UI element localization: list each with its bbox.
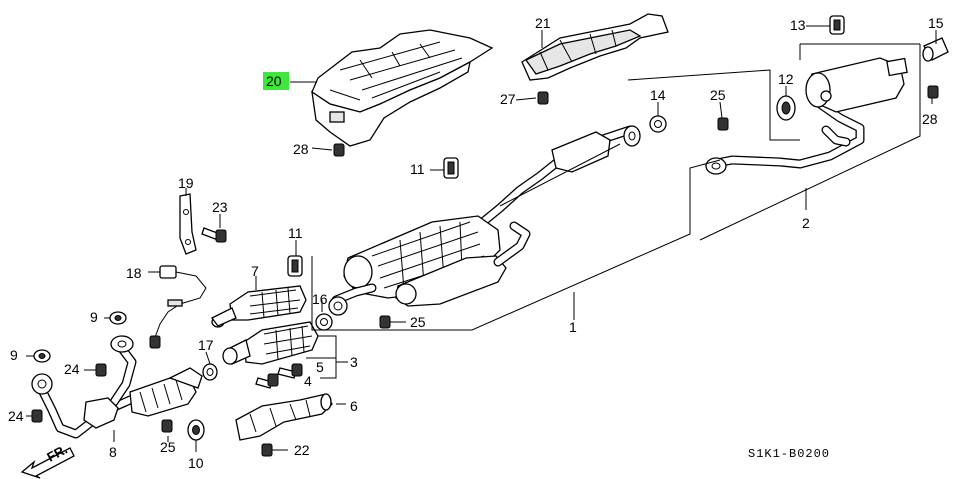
rubber-mount-11-upper[interactable] — [443, 157, 459, 179]
callout-19[interactable]: 19 — [178, 175, 194, 191]
callout-14[interactable]: 14 — [650, 87, 666, 103]
nut-24-upper[interactable] — [95, 363, 107, 377]
heat-shield-21[interactable] — [521, 13, 669, 81]
callout-27[interactable]: 27 — [500, 91, 516, 107]
callout-22[interactable]: 22 — [294, 442, 310, 458]
group-outline-2 — [627, 43, 921, 241]
exhaust-tip-15[interactable] — [922, 37, 949, 62]
callout-11-upper[interactable]: 11 — [410, 161, 425, 177]
leader-lines — [26, 25, 937, 452]
callout-24-upper[interactable]: 24 — [64, 361, 80, 377]
callout-12[interactable]: 12 — [778, 71, 794, 87]
rubber-mount-12[interactable] — [776, 95, 796, 121]
bolt-4[interactable] — [255, 373, 279, 389]
callout-1[interactable]: 1 — [569, 319, 577, 335]
nut-9-upper[interactable] — [109, 311, 127, 325]
callout-25-left[interactable]: 25 — [160, 439, 176, 455]
nut-25-center[interactable] — [379, 315, 391, 329]
nut-25-right[interactable] — [717, 117, 729, 131]
callout-2[interactable]: 2 — [802, 215, 810, 231]
nut-28-right[interactable] — [927, 85, 939, 99]
callout-3[interactable]: 3 — [350, 354, 358, 370]
callout-9-lower[interactable]: 9 — [10, 347, 18, 363]
nut-28-left[interactable] — [333, 143, 345, 157]
nut-9-lower[interactable] — [33, 349, 51, 363]
callout-17[interactable]: 17 — [198, 337, 214, 353]
callout-9-upper[interactable]: 9 — [90, 309, 98, 325]
gasket-16[interactable] — [315, 313, 333, 331]
callout-11-lower[interactable]: 11 — [288, 225, 303, 241]
muffler-2[interactable] — [705, 57, 908, 175]
callout-5[interactable]: 5 — [316, 359, 324, 375]
gasket-14[interactable] — [649, 115, 667, 133]
main-muffler-1[interactable] — [328, 125, 641, 316]
catalytic-converter-7[interactable] — [211, 285, 307, 328]
gasket-10[interactable] — [187, 419, 205, 441]
nut-25-left[interactable] — [161, 419, 173, 433]
callout-21[interactable]: 21 — [535, 15, 551, 31]
callout-25-right[interactable]: 25 — [710, 87, 726, 103]
rubber-mount-11-lower[interactable] — [287, 255, 303, 277]
callout-28-left[interactable]: 28 — [293, 141, 309, 157]
bolt-23[interactable] — [201, 227, 227, 243]
rubber-mount-13[interactable] — [829, 15, 845, 35]
nut-27[interactable] — [537, 91, 549, 105]
callout-23[interactable]: 23 — [212, 199, 228, 215]
callout-13[interactable]: 13 — [790, 17, 806, 33]
callout-24-lower[interactable]: 24 — [8, 408, 24, 424]
oxygen-sensor-18[interactable] — [149, 265, 207, 349]
callout-16[interactable]: 16 — [312, 291, 328, 307]
exhaust-pipe-8[interactable] — [31, 335, 203, 439]
callout-4[interactable]: 4 — [304, 373, 312, 389]
bolt-5[interactable] — [277, 363, 303, 379]
callout-6[interactable]: 6 — [350, 398, 358, 414]
callout-8[interactable]: 8 — [109, 444, 117, 460]
callout-20[interactable]: 20 — [266, 73, 282, 89]
diagram-reference-code: S1K1-B0200 — [748, 447, 830, 461]
pipe-6[interactable] — [235, 393, 333, 441]
highlight-marker — [263, 72, 289, 90]
callout-10[interactable]: 10 — [188, 455, 204, 471]
callout-28-right[interactable]: 28 — [922, 111, 938, 127]
callout-7[interactable]: 7 — [251, 263, 259, 279]
callout-15[interactable]: 15 — [928, 15, 944, 31]
bracket-19[interactable] — [179, 193, 197, 255]
heat-shield-20[interactable] — [311, 29, 494, 147]
catalytic-converter-3[interactable] — [222, 321, 319, 365]
callout-25-center[interactable]: 25 — [410, 314, 426, 330]
nut-24-lower[interactable] — [31, 409, 43, 423]
gasket-17[interactable] — [202, 363, 218, 381]
front-direction-arrow: FR. — [20, 442, 75, 479]
bolt-22[interactable] — [261, 443, 273, 457]
group-outline-1 — [311, 143, 721, 331]
callout-18[interactable]: 18 — [126, 265, 142, 281]
group-bracket-3 — [306, 335, 337, 379]
